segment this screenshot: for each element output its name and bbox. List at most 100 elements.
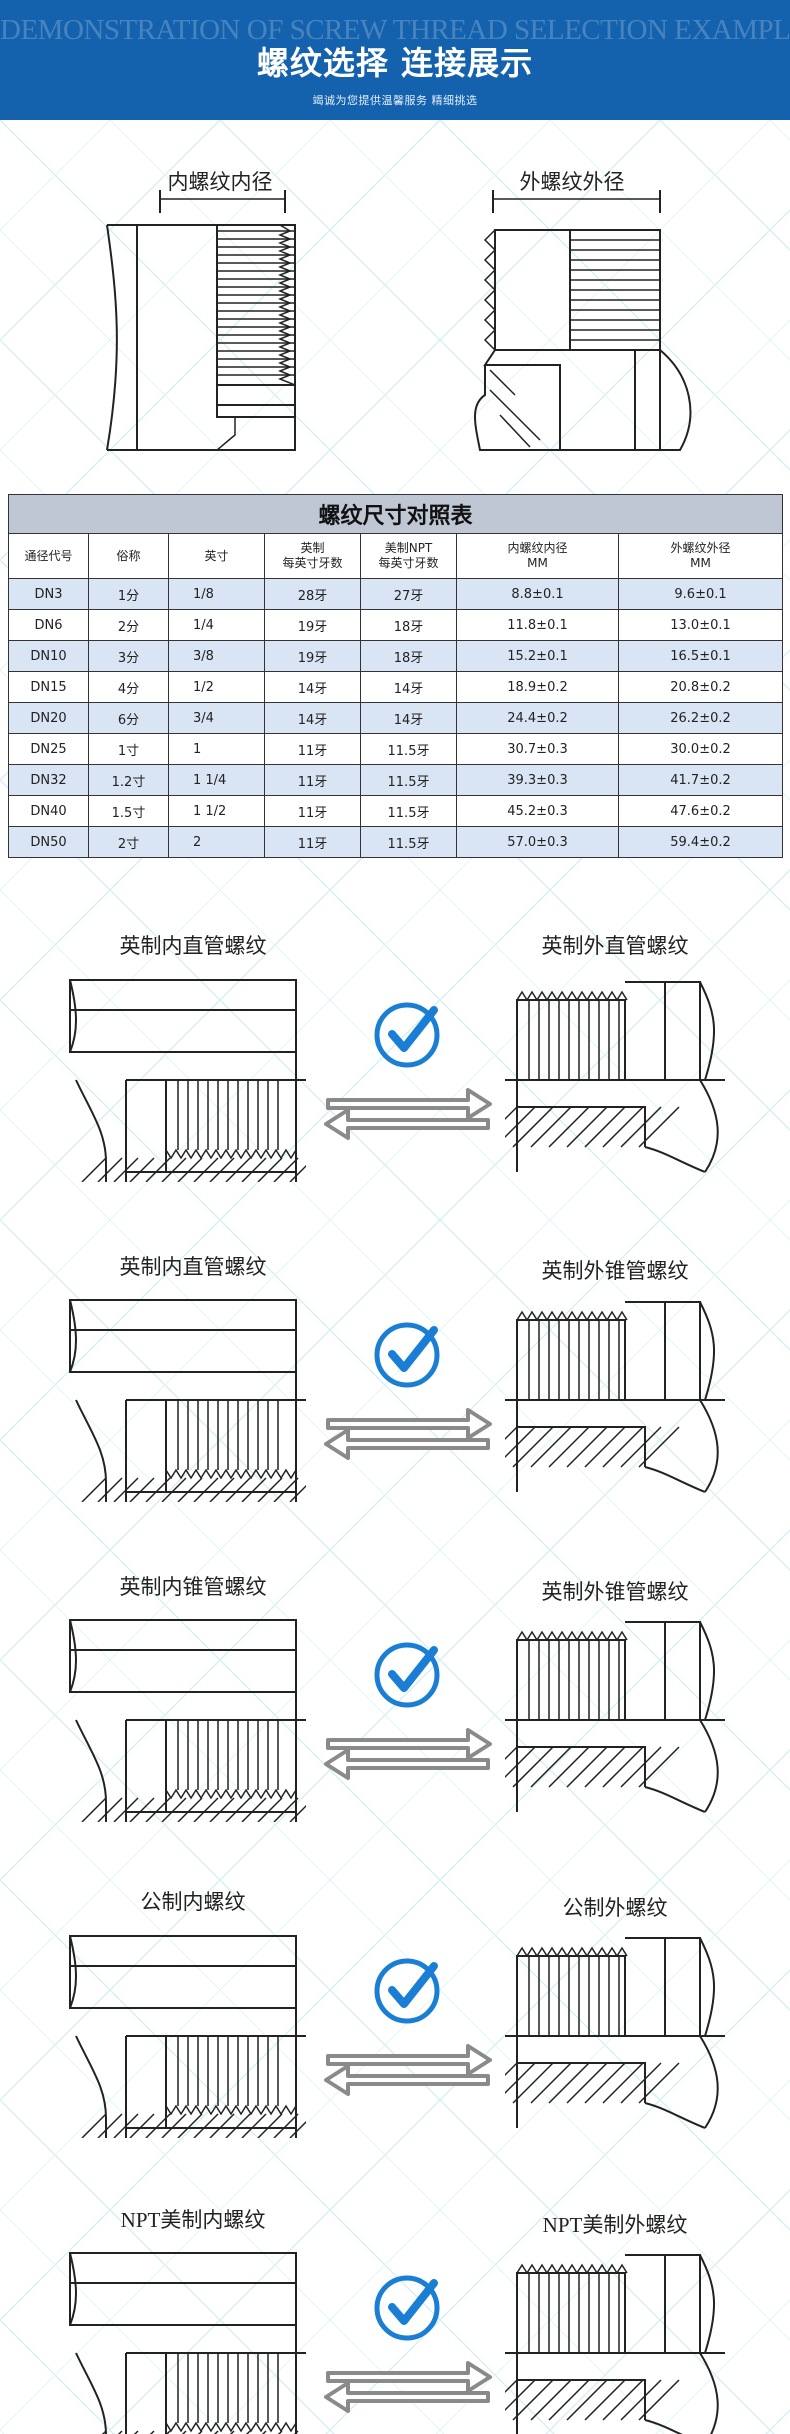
table-cell: 4分 [88,671,169,703]
table-cell: 41.7±0.2 [617,764,784,796]
table-cell: 11.5牙 [360,733,457,765]
table-cell: DN50 [8,826,89,858]
double-arrow-icon [324,1728,492,1780]
table-cell: 19牙 [264,609,361,641]
pair-1-external-label: 英制外直管螺纹 [541,934,689,958]
table-cell: DN32 [8,764,89,796]
table-cell: 2分 [88,609,169,641]
table-cell: 15.2±0.1 [456,640,619,672]
table-cell: 14牙 [264,671,361,703]
table-cell: 11.8±0.1 [456,609,619,641]
pair-3-external-label: 英制外锥管螺纹 [541,1580,689,1604]
table-cell: 57.0±0.3 [456,826,619,858]
pair-3-internal-label: 英制内锥管螺纹 [119,1575,267,1599]
table-cell: 1 [168,733,265,765]
table-cell: 11.5牙 [360,826,457,858]
table-cell: 30.7±0.3 [456,733,619,765]
table-cell: 11牙 [264,764,361,796]
table-cell: 18.9±0.2 [456,671,619,703]
check-circle-icon [374,1322,440,1388]
double-arrow-icon [324,2361,492,2413]
table-cell: 11.5牙 [360,764,457,796]
table-cell: 11.5牙 [360,795,457,827]
table-cell: 19牙 [264,640,361,672]
internal-thread-diagram [106,190,296,451]
table-cell: DN6 [8,609,89,641]
check-circle-icon [374,1642,440,1708]
table-cell: 13.0±0.1 [617,609,784,641]
table-cell: 3/4 [168,702,265,734]
table-cell: 11牙 [264,826,361,858]
pair-3-external-thread-diagram [505,1621,725,1813]
external-thread-diagram [474,190,692,451]
pair-4-internal-label: 公制内螺纹 [140,1890,246,1914]
pair-2-internal-label: 英制内直管螺纹 [119,1255,267,1279]
table-cell: 1/8 [168,578,265,610]
table-cell: 45.2±0.3 [456,795,619,827]
table-cell: 18牙 [360,609,457,641]
header-cell: 英制 每英寸牙数 [264,533,361,579]
double-arrow-icon [324,1408,492,1460]
table-cell: 1分 [88,578,169,610]
table-cell: 9.6±0.1 [617,578,784,610]
table-cell: 39.3±0.3 [456,764,619,796]
thread-size-table: 螺纹尺寸对照表 通径代号 俗称 英寸 英制 每英寸牙数 美制NPT 每英寸牙数 … [7,494,784,858]
table-cell: DN15 [8,671,89,703]
table-cell: 3分 [88,640,169,672]
header-cell: 俗称 [88,533,169,579]
pair-4-external-label: 公制外螺纹 [562,1896,668,1920]
table-cell: 14牙 [360,702,457,734]
table-cell: DN3 [8,578,89,610]
table-cell: 1 1/4 [168,764,265,796]
table-header-row: 通径代号 俗称 英寸 英制 每英寸牙数 美制NPT 每英寸牙数 内螺纹内径 MM… [8,533,784,579]
header-cell: 内螺纹内径 MM [456,533,619,579]
table-cell: 1/2 [168,671,265,703]
table-cell: DN20 [8,702,89,734]
check-circle-icon [374,1002,440,1068]
header-cell: 通径代号 [8,533,89,579]
header-subtitle: 竭诚为您提供温馨服务 精细挑选 [312,94,478,107]
double-arrow-icon [324,2044,492,2096]
pair-2-external-thread-diagram [505,1301,725,1493]
pair-4-internal-thread-diagram [69,1935,306,2138]
pair-5-internal-thread-diagram [69,2252,306,2434]
table-cell: 1.2寸 [88,764,169,796]
table-cell: 27牙 [360,578,457,610]
table-cell: 59.4±0.2 [617,826,784,858]
header-cell: 美制NPT 每英寸牙数 [360,533,457,579]
header-cell: 英寸 [168,533,265,579]
table-cell: 1寸 [88,733,169,765]
table-cell: 18牙 [360,640,457,672]
pair-5-internal-label: NPT美制内螺纹 [120,2208,266,2232]
table-cell: 24.4±0.2 [456,702,619,734]
table-cell: 1 1/2 [168,795,265,827]
table-cell: 16.5±0.1 [617,640,784,672]
pair-2-internal-thread-diagram [69,1299,306,1502]
table-cell: 2寸 [88,826,169,858]
table-cell: 3/8 [168,640,265,672]
pair-5-external-label: NPT美制外螺纹 [542,2213,688,2237]
table-cell: DN40 [8,795,89,827]
check-circle-icon [374,1958,440,2024]
table-cell: 11牙 [264,795,361,827]
pair-4-external-thread-diagram [505,1937,725,2129]
pair-3-internal-thread-diagram [69,1619,306,1822]
pair-1-internal-label: 英制内直管螺纹 [119,934,267,958]
table-cell: 20.8±0.2 [617,671,784,703]
table-cell: 1.5寸 [88,795,169,827]
pair-1-internal-thread-diagram [69,979,306,1182]
pair-5-external-thread-diagram [505,2254,725,2434]
page-header: DEMONSTRATION OF SCREW THREAD SELECTION … [0,0,790,120]
table-cell: 1/4 [168,609,265,641]
table-cell: 30.0±0.2 [617,733,784,765]
table-cell: 28牙 [264,578,361,610]
pair-1-external-thread-diagram [505,981,725,1173]
